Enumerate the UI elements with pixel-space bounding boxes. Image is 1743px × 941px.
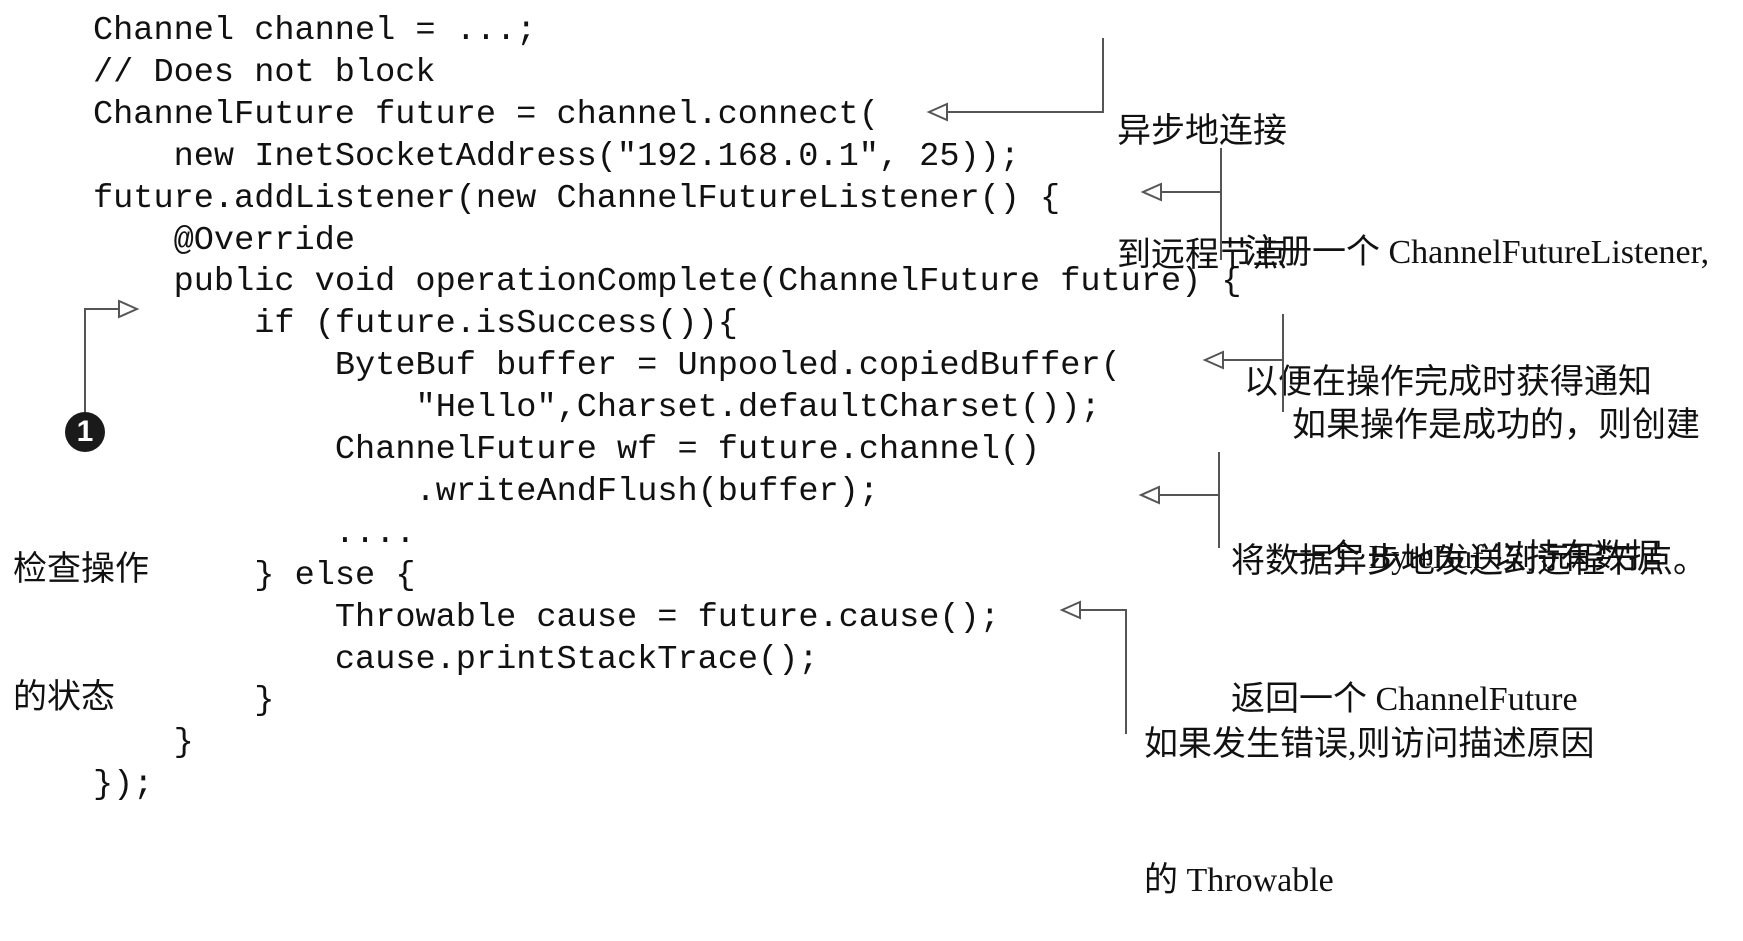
- code-line: new InetSocketAddress("192.168.0.1", 25)…: [173, 137, 1020, 176]
- arrow-head-left-icon: [1059, 600, 1081, 620]
- arrow-head-right-icon: [118, 299, 140, 319]
- code-line: public void operationComplete(ChannelFut…: [173, 263, 1242, 302]
- code-line: // Does not block: [93, 53, 436, 92]
- arrow-head-left-icon: [1138, 485, 1160, 505]
- code-line: ByteBuf buffer = Unpooled.copiedBuffer(: [334, 347, 1121, 386]
- code-line: if (future.isSuccess()){: [254, 305, 738, 344]
- annotation-line: 如果操作是成功的，则创建: [1292, 407, 1700, 444]
- code-line: cause.printStackTrace();: [334, 640, 819, 679]
- code-line: Channel channel = ...;: [93, 12, 537, 50]
- annotation-line: 的 Throwable: [1144, 862, 1334, 899]
- code-line: });: [93, 766, 154, 805]
- callout-label-line: 检查操作: [13, 551, 149, 588]
- code-line: "Hello",Charset.defaultCharset());: [415, 389, 1101, 428]
- annotation-write-async: 将数据异步地发送到远程节点。 返回一个 ChannelFuture: [1231, 462, 1707, 760]
- code-line: ....: [334, 514, 416, 553]
- code-line: Throwable cause = future.cause();: [334, 598, 1000, 637]
- annotation-line: 如果发生错误,则访问描述原因: [1144, 726, 1595, 763]
- code-line: }: [173, 724, 194, 763]
- arrow-head-left-icon: [1202, 350, 1224, 370]
- annotation-line: 异步地连接: [1117, 113, 1287, 150]
- callout-number-badge: 1: [65, 412, 105, 452]
- annotation-line: 到远程节点: [1117, 237, 1287, 274]
- arrow-error-cause: [1080, 609, 1127, 734]
- annotation-register-listener: 注册一个 ChannelFutureListener, 以便在操作完成时获得通知: [1244, 153, 1709, 443]
- annotation-line: 将数据异步地发送到远程节点。: [1231, 543, 1707, 580]
- annotation-line: 以便在操作完成时获得通知: [1244, 364, 1652, 401]
- code-line: future.addListener(new ChannelFutureList…: [93, 179, 1061, 218]
- annotation-line: 注册一个 ChannelFutureListener,: [1244, 234, 1710, 271]
- code-line: .writeAndFlush(buffer);: [415, 472, 880, 511]
- code-line: @Override: [173, 221, 355, 260]
- arrow-head-left-icon: [926, 102, 948, 122]
- code-line: }: [254, 682, 275, 721]
- callout-label: 检查操作 的状态: [13, 470, 149, 758]
- code-line: ChannelFuture wf = future.channel(): [334, 431, 1041, 469]
- arrow-connect-async: [947, 38, 1104, 113]
- arrow-head-left-icon: [1140, 182, 1162, 202]
- annotation-create-bytebuf: 如果操作是成功的，则创建 一个 ByteBuf 以持有数据: [1292, 326, 1700, 618]
- arrow-overlay: [84, 38, 1284, 734]
- annotation-line: 返回一个 ChannelFuture: [1231, 681, 1578, 718]
- callout-label-line: 的状态: [13, 679, 115, 716]
- annotation-line: 一个 ByteBuf 以持有数据: [1292, 539, 1663, 576]
- code-line: } else {: [254, 556, 416, 595]
- arrow-callout-1: [84, 308, 119, 412]
- code-line: ChannelFuture future = channel.connect(: [93, 95, 879, 134]
- annotation-connect-async: 异步地连接 到远程节点: [1117, 32, 1287, 316]
